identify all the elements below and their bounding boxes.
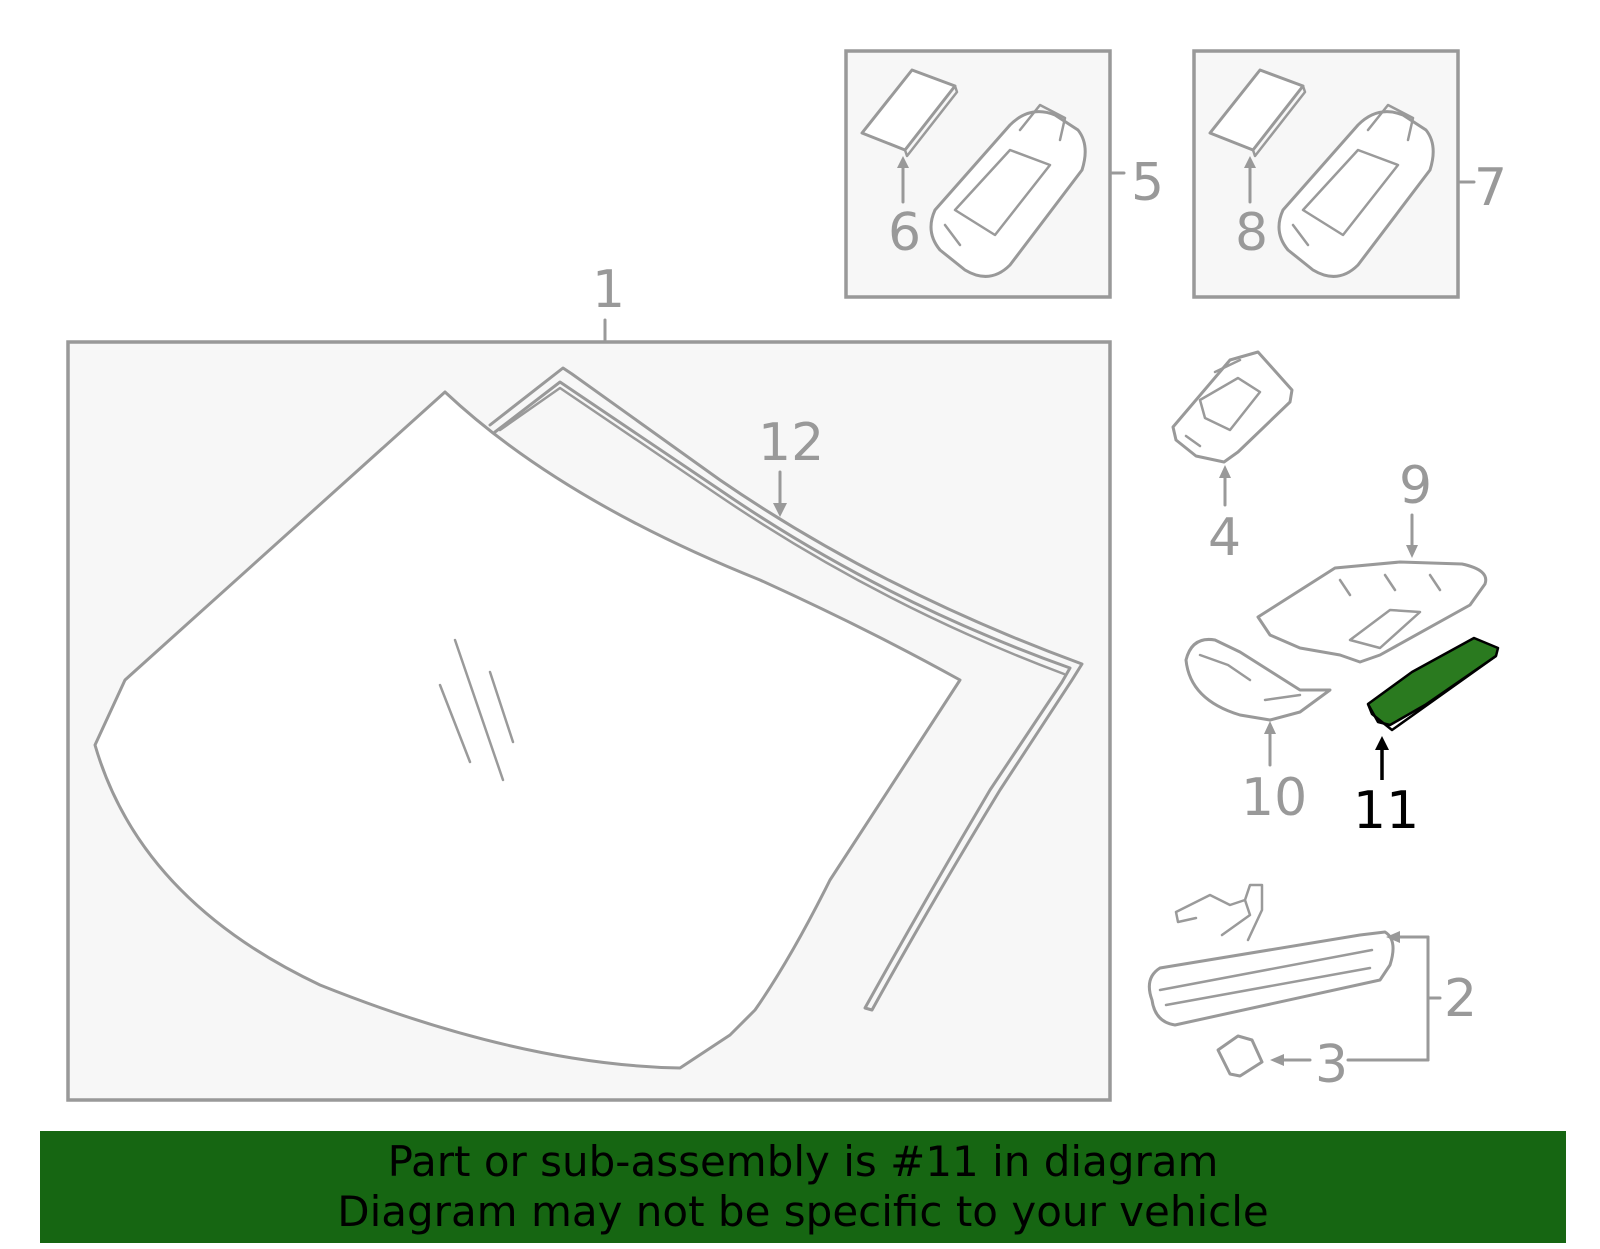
banner-line-1: Part or sub-assembly is #11 in diagram: [387, 1137, 1219, 1186]
part-9-group: 9: [1256, 456, 1488, 664]
part-3-group: 3: [1216, 1034, 1348, 1095]
label-12: 12: [758, 413, 824, 473]
part-3-cap: [1216, 1034, 1264, 1078]
part-2-mount: [1174, 883, 1264, 942]
part-9-cover: [1256, 560, 1488, 664]
label-3: 3: [1315, 1035, 1348, 1095]
label-5: 5: [1131, 153, 1164, 213]
part-10-group: 10: [1184, 637, 1332, 828]
label-11: 11: [1353, 781, 1419, 841]
part-11-group: 11: [1353, 636, 1500, 841]
part-7-module: [1277, 110, 1435, 278]
part-10-cover: [1184, 637, 1332, 722]
label-9: 9: [1399, 456, 1432, 516]
banner-line-2: Diagram may not be specific to your vehi…: [337, 1187, 1269, 1236]
label-6: 6: [888, 203, 921, 263]
label-4: 4: [1208, 508, 1241, 568]
part-5-module: [929, 110, 1087, 278]
part-5-group: 6 5: [844, 49, 1164, 299]
part-1-group: 12: [66, 340, 1112, 1102]
part-1-windshield: [93, 390, 962, 1070]
info-banner: Part or sub-assembly is #11 in diagram D…: [40, 1131, 1566, 1243]
label-2: 2: [1444, 969, 1477, 1029]
part-4-bracket: [1171, 350, 1294, 464]
label-7: 7: [1474, 158, 1507, 218]
part-2-mirror: [1147, 930, 1395, 1027]
part-2-group: 2: [1147, 883, 1477, 1062]
part-4-group: 4: [1171, 350, 1294, 568]
label-1: 1: [592, 260, 625, 320]
part-12-moulding: [488, 366, 1084, 1012]
label-10: 10: [1241, 768, 1307, 828]
part-7-group: 8 7: [1192, 49, 1507, 299]
label-8: 8: [1235, 203, 1268, 263]
